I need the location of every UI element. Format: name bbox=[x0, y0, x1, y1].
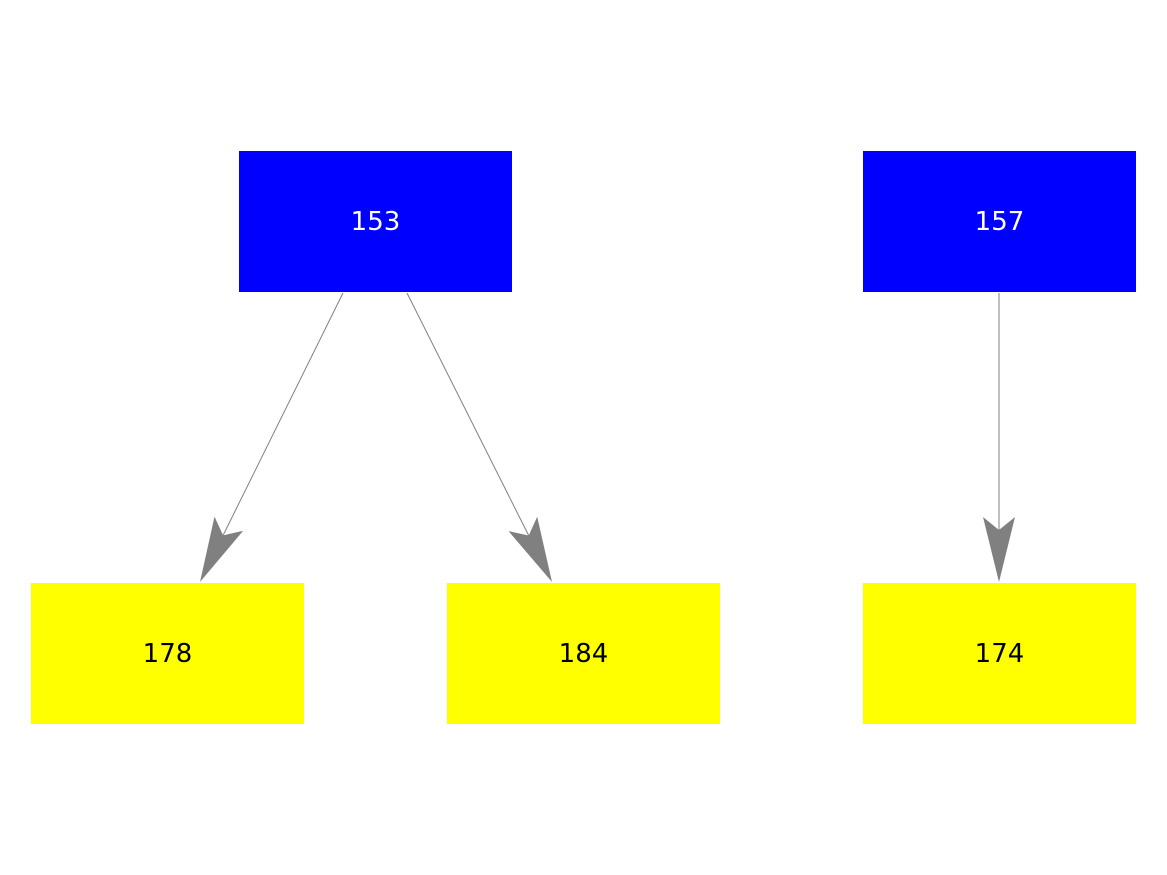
node-153[interactable]: 153 bbox=[239, 151, 512, 292]
node-178[interactable]: 178 bbox=[31, 583, 304, 724]
node-174[interactable]: 174 bbox=[863, 583, 1136, 724]
arrowhead-icon bbox=[200, 516, 244, 582]
node-label: 157 bbox=[974, 206, 1025, 237]
arrowhead-icon bbox=[508, 516, 552, 582]
node-184[interactable]: 184 bbox=[447, 583, 720, 724]
node-157[interactable]: 157 bbox=[863, 151, 1136, 292]
node-label: 174 bbox=[974, 638, 1025, 669]
edge-153-178 bbox=[222, 292, 344, 536]
node-label: 178 bbox=[142, 638, 193, 669]
node-label: 153 bbox=[350, 206, 401, 237]
node-label: 184 bbox=[558, 638, 609, 669]
edge-153-184 bbox=[406, 292, 530, 536]
arrowhead-icon bbox=[983, 517, 1015, 582]
